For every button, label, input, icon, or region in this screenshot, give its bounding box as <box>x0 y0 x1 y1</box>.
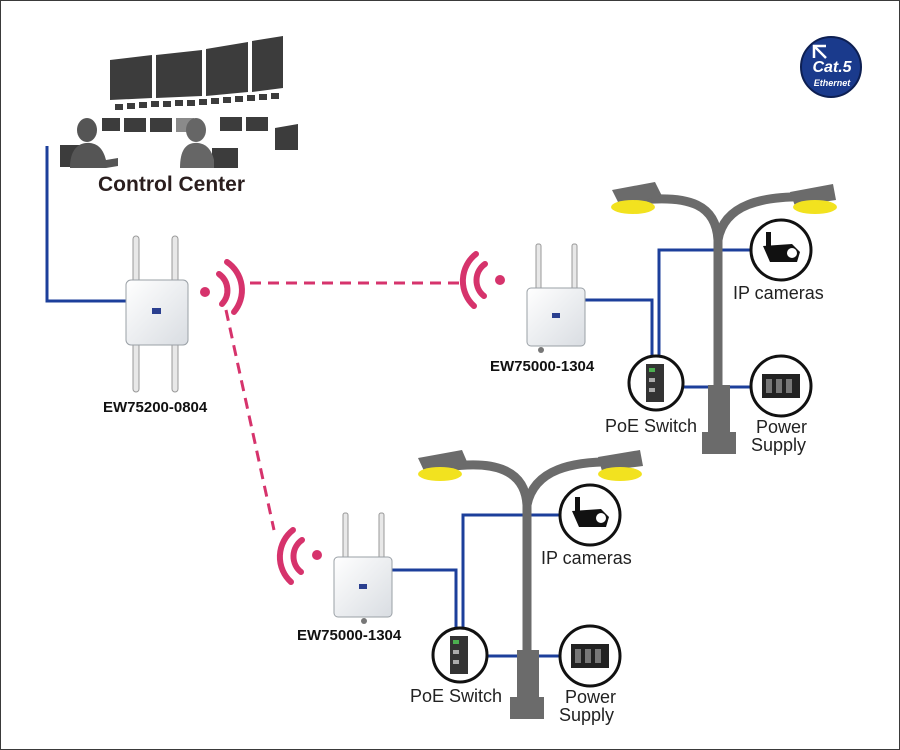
site2-camera-label: IP cameras <box>541 548 632 568</box>
access-point-site1-icon <box>526 243 586 353</box>
badge-line2: Ethernet <box>813 78 851 88</box>
site2-power-label-line1: Power <box>565 687 617 707</box>
wifi-icon-site1 <box>459 251 505 309</box>
main-ap-model-label: EW75200-0804 <box>103 399 208 416</box>
site2-ap-model-label: EW75000-1304 <box>297 627 402 644</box>
site1-ap-model-label: EW75000-1304 <box>490 358 595 375</box>
main-access-point-icon <box>125 235 189 393</box>
access-point-site2-icon <box>333 512 393 624</box>
wireless-links <box>224 281 462 531</box>
site2-power-label-line2: Supply <box>559 705 615 725</box>
poe-switch-site2-icon <box>431 626 489 684</box>
poe-switch-site1-icon <box>627 354 685 412</box>
ethernet-cables <box>45 146 760 658</box>
site2-switch-label: PoE Switch <box>410 686 503 706</box>
ip-camera-site1-icon <box>749 218 813 282</box>
street-light-pole-site1 <box>611 182 837 454</box>
site1-power-label-line1: Power <box>756 417 808 437</box>
control-center-label: Control Center <box>98 173 245 196</box>
site1-switch-label: PoE Switch <box>605 416 698 436</box>
site1-camera-label: IP cameras <box>733 283 824 303</box>
power-supply-site2-icon <box>558 624 622 688</box>
power-supply-site1-icon <box>749 354 813 418</box>
cat5-ethernet-badge-icon <box>800 36 862 98</box>
wifi-icon-main <box>200 259 245 315</box>
ip-camera-site2-icon <box>558 483 622 547</box>
street-light-pole-site2 <box>418 450 643 719</box>
wifi-icon-site2 <box>276 527 322 585</box>
operator-silhouettes-icon <box>70 118 214 168</box>
badge-line1: Cat.5 <box>812 59 852 76</box>
site1-power-label-line2: Supply <box>751 435 807 455</box>
